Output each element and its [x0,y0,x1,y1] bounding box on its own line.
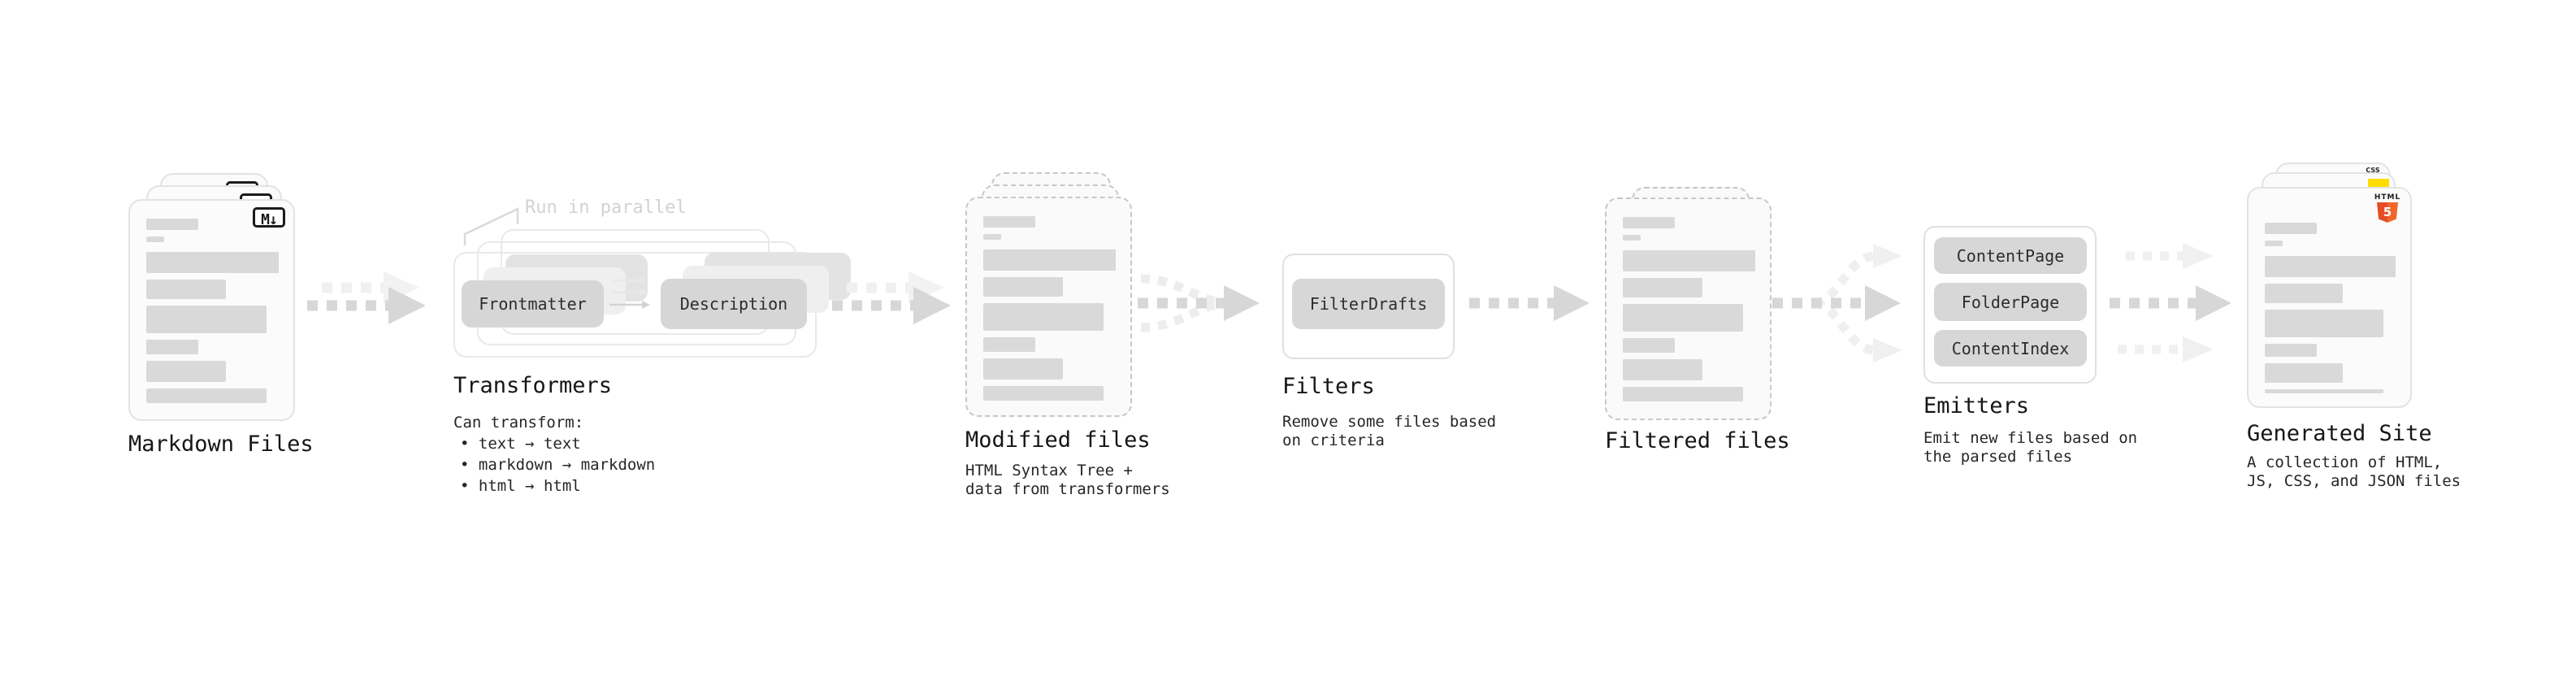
markdown-files-node: M↓ M↓ M↓ Markdown Files [128,173,356,514]
transform-bullet: • text → text [460,435,581,453]
filter-drafts-chip: FilterDrafts [1292,279,1445,329]
filters-node: FilterDrafts Filters Remove some files b… [1282,254,1510,481]
arrow-emitters-to-generated [2110,243,2231,362]
markdown-file-card: M↓ [128,199,295,421]
filtered-files-title: Filtered files [1605,428,1790,453]
html-file-card: HTML 5 [2247,187,2412,408]
modified-files-node: Modified files HTML Syntax Tree + data f… [965,172,1193,530]
emitters-title: Emitters [1923,393,2030,419]
folder-page-chip: FolderPage [1934,283,2087,321]
filters-title: Filters [1282,374,1375,399]
transformers-title: Transformers [453,373,613,398]
document-placeholder-lines [146,219,279,406]
arrow-filtered-to-emitters [1772,244,1902,362]
parallel-flow-arrows-icon [609,276,650,309]
generated-site-title: Generated Site [2247,421,2432,446]
generated-site-node: CSS HTML 5 Generated Site A [2247,163,2491,520]
html5-icon: HTML 5 [2374,193,2401,223]
frontmatter-chip: Frontmatter [462,280,604,327]
content-page-chip: ContentPage [1934,237,2087,274]
markdown-file-icon: M↓ [253,207,285,228]
modified-file-card [965,197,1132,417]
arrow-transformers-to-modified [832,271,951,324]
arrow-modified-to-filters [1138,274,1260,332]
emitters-subtitle: Emit new files based on the parsed files [1923,429,2138,466]
document-placeholder-lines [2265,223,2396,393]
modified-files-title: Modified files [965,427,1151,453]
document-placeholder-lines [983,216,1116,402]
transformers-node: Run in parallel Frontmatter Description … [453,183,851,524]
markdown-files-title: Markdown Files [128,432,314,457]
run-in-parallel-annotation: Run in parallel [525,197,687,218]
arrow-filters-to-filtered [1469,285,1589,321]
arrow-markdown-to-transformers [307,271,426,324]
filters-subtitle: Remove some files based on criteria [1282,413,1497,449]
annotation-leader-line [463,207,519,245]
emitters-node: ContentPage FolderPage ContentIndex Emit… [1923,226,2159,486]
transform-bullet: • html → html [460,477,581,495]
generated-site-subtitle: A collection of HTML, JS, CSS, and JSON … [2247,453,2461,490]
modified-files-subtitle: HTML Syntax Tree + data from transformer… [965,462,1170,498]
content-index-chip: ContentIndex [1934,330,2087,367]
filtered-file-card [1605,197,1772,420]
transformers-caption: Can transform: [453,414,584,432]
description-chip: Description [661,279,807,329]
filtered-files-node: Filtered files [1605,187,1832,479]
document-placeholder-lines [1623,217,1755,406]
transformers-bullet-list: • text → text • markdown → markdown • ht… [460,433,655,497]
transform-bullet: • markdown → markdown [460,456,656,474]
